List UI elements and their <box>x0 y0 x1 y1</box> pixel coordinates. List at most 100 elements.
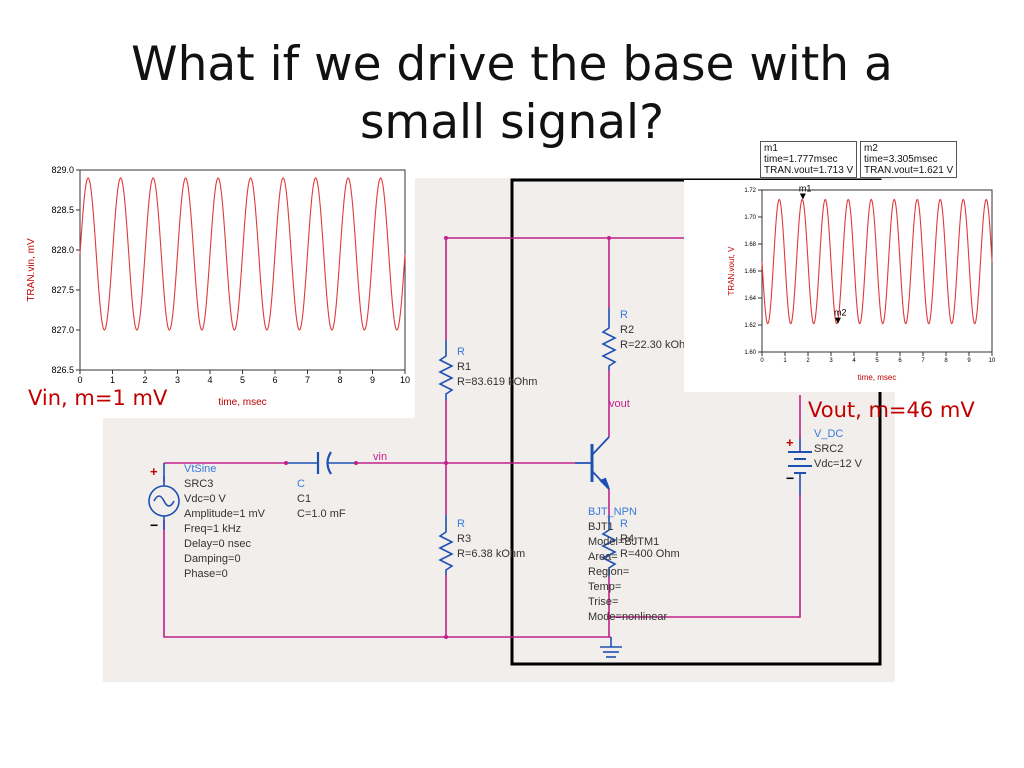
sine-source-symbol <box>148 463 180 530</box>
x-tick-label: 6 <box>272 375 277 385</box>
series-line <box>761 198 993 325</box>
title-line-1: What if we drive the base with a <box>131 37 893 92</box>
y-tick-label: 827.0 <box>51 325 74 335</box>
y-axis-label: TRAN.vout, V <box>727 246 736 296</box>
r1-type: R <box>457 346 465 358</box>
resistor-r1 <box>438 340 454 400</box>
bjt-name: BJT1 <box>588 521 614 533</box>
x-tick-label: 9 <box>967 358 971 364</box>
dc-source-symbol <box>788 438 812 495</box>
resistor-r3 <box>438 515 454 575</box>
vsrc-type: VtSine <box>184 463 216 475</box>
marker-m2-symbol <box>835 317 842 324</box>
bjt-param-5: Trise= <box>588 596 618 608</box>
vout-caption: Vout, m=46 mV <box>808 398 975 422</box>
r4-type: R <box>620 518 628 530</box>
vdc-type: V_DC <box>814 428 843 440</box>
y-tick-label: 1.68 <box>744 242 756 248</box>
marker-m2-label: m2 <box>834 308 847 318</box>
x-axis-label: time, msec <box>218 397 266 408</box>
x-tick-label: 0 <box>77 375 82 385</box>
slide-title: What if we drive the base with a small s… <box>0 36 1024 152</box>
bjt-type: BJT_NPN <box>588 506 637 518</box>
x-tick-label: 4 <box>207 375 212 385</box>
vdc-minus: − <box>786 470 794 486</box>
resistor-r4 <box>601 515 617 577</box>
cap-name: C1 <box>297 493 311 505</box>
r3-value: R=6.38 kOhm <box>457 548 525 560</box>
y-tick-label: 1.72 <box>744 188 756 194</box>
bjt-param-2: Area= <box>588 551 618 563</box>
wires <box>163 237 801 638</box>
vsrc-param-6: Phase=0 <box>184 568 228 580</box>
x-tick-label: 2 <box>806 358 810 364</box>
y-tick-label: 1.62 <box>744 323 756 329</box>
x-tick-label: 0 <box>760 358 764 364</box>
wire-nodes <box>284 236 611 639</box>
marker-m2-readout: m2 time=3.305msec TRAN.vout=1.621 V <box>860 141 958 178</box>
y-tick-label: 1.64 <box>744 296 756 302</box>
bjt-param-4: Temp= <box>588 581 621 593</box>
resistor-r2 <box>601 308 617 370</box>
m1-value: TRAN.vout=1.713 V <box>764 165 854 176</box>
x-tick-label: 1 <box>110 375 115 385</box>
y-tick-label: 829.0 <box>51 165 74 175</box>
plot-area <box>79 169 406 371</box>
r1-name: R1 <box>457 361 471 373</box>
x-tick-label: 6 <box>898 358 902 364</box>
marker-m1-symbol <box>799 193 806 200</box>
x-tick-label: 5 <box>240 375 245 385</box>
x-tick-label: 5 <box>875 358 879 364</box>
x-tick-label: 8 <box>944 358 948 364</box>
m2-value: TRAN.vout=1.621 V <box>864 165 954 176</box>
bjt-param-3: Region= <box>588 566 629 578</box>
r2-value: R=22.30 kOhm <box>620 339 694 351</box>
x-tick-label: 10 <box>989 358 996 364</box>
marker-m1-readout: m1 time=1.777msec TRAN.vout=1.713 V <box>760 141 858 178</box>
ground-symbol <box>600 637 622 658</box>
vsrc-param-2: Amplitude=1 mV <box>184 508 266 520</box>
vout-node-label: vout <box>609 398 630 410</box>
vsrc-plus: + <box>150 464 158 479</box>
vsrc-param-4: Delay=0 nsec <box>184 538 251 550</box>
r4-name: R4 <box>620 533 634 545</box>
r3-name: R3 <box>457 533 471 545</box>
x-tick-label: 7 <box>921 358 925 364</box>
capacitor-c1 <box>286 451 356 475</box>
x-tick-label: 7 <box>305 375 310 385</box>
y-tick-label: 828.0 <box>51 245 74 255</box>
component-labels: VtSine SRC3 Vdc=0 V Amplitude=1 mV Freq=… <box>184 309 863 623</box>
vsrc-minus: − <box>150 517 158 533</box>
vsrc-param-3: Freq=1 kHz <box>184 523 241 535</box>
bjt-npn-symbol <box>575 436 610 490</box>
y-tick-label: 1.66 <box>744 269 756 275</box>
x-tick-label: 4 <box>852 358 856 364</box>
cap-value: C=1.0 mF <box>297 508 346 520</box>
x-tick-label: 8 <box>337 375 342 385</box>
y-tick-label: 826.5 <box>51 365 74 375</box>
x-tick-label: 10 <box>400 375 410 385</box>
vdc-plus: + <box>786 435 794 450</box>
x-axis-label: time, msec <box>858 373 897 382</box>
r2-type: R <box>620 309 628 321</box>
r2-name: R2 <box>620 324 634 336</box>
bjt-param-6: Mode=nonlinear <box>588 611 668 623</box>
x-tick-label: 1 <box>783 358 787 364</box>
m2-time: time=3.305msec <box>864 154 938 165</box>
x-tick-label: 3 <box>175 375 180 385</box>
cap-type: C <box>297 478 305 490</box>
m1-time: time=1.777msec <box>764 154 838 165</box>
y-tick-label: 1.70 <box>744 215 756 221</box>
vin-node-label: vin <box>373 451 387 463</box>
vin-caption: Vin, m=1 mV <box>28 386 168 410</box>
y-tick-label: 827.5 <box>51 285 74 295</box>
series-line <box>79 177 406 331</box>
vsrc-name: SRC3 <box>184 478 213 490</box>
title-line-2: small signal? <box>359 95 665 150</box>
m2-name: m2 <box>864 143 878 154</box>
y-axis-label: TRAN.vin, mV <box>26 238 37 302</box>
